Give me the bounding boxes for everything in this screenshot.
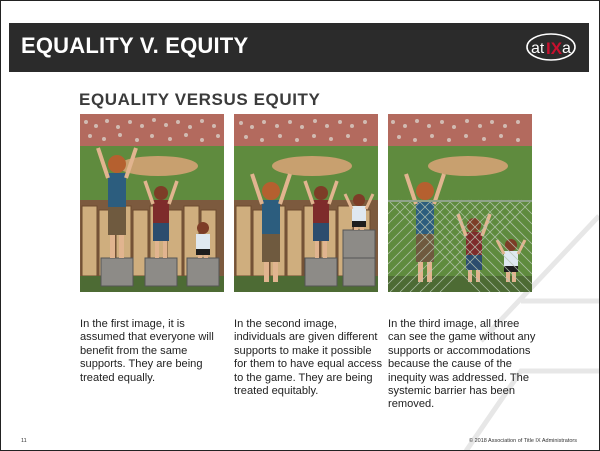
caption-equality: In the first image, it is assumed that e… [80, 318, 214, 384]
atixa-logo: a t IX a [526, 33, 576, 61]
title-bar: EQUALITY V. EQUITY a t IX a [9, 23, 589, 72]
svg-text:t: t [540, 40, 545, 57]
panel-equity-image [234, 114, 378, 292]
slide-title: EQUALITY V. EQUITY [21, 33, 249, 58]
caption-equity: In the second image, individuals are giv… [234, 318, 382, 398]
svg-text:a: a [562, 40, 571, 57]
infographic: EQUALITY VERSUS EQUITY [61, 87, 536, 417]
panel-equality-image [80, 114, 224, 292]
slide-number: 11 [21, 438, 27, 444]
panel-barrier-removed-image [388, 114, 532, 292]
svg-text:IX: IX [546, 39, 563, 58]
copyright-text: © 2018 Association of Title IX Administr… [469, 438, 577, 444]
svg-text:a: a [531, 40, 540, 57]
slide-header: EQUALITY V. EQUITY a t IX a [1, 1, 599, 85]
caption-barrier-removed: In the third image, all three can see th… [388, 318, 536, 411]
infographic-heading: EQUALITY VERSUS EQUITY [79, 90, 321, 109]
